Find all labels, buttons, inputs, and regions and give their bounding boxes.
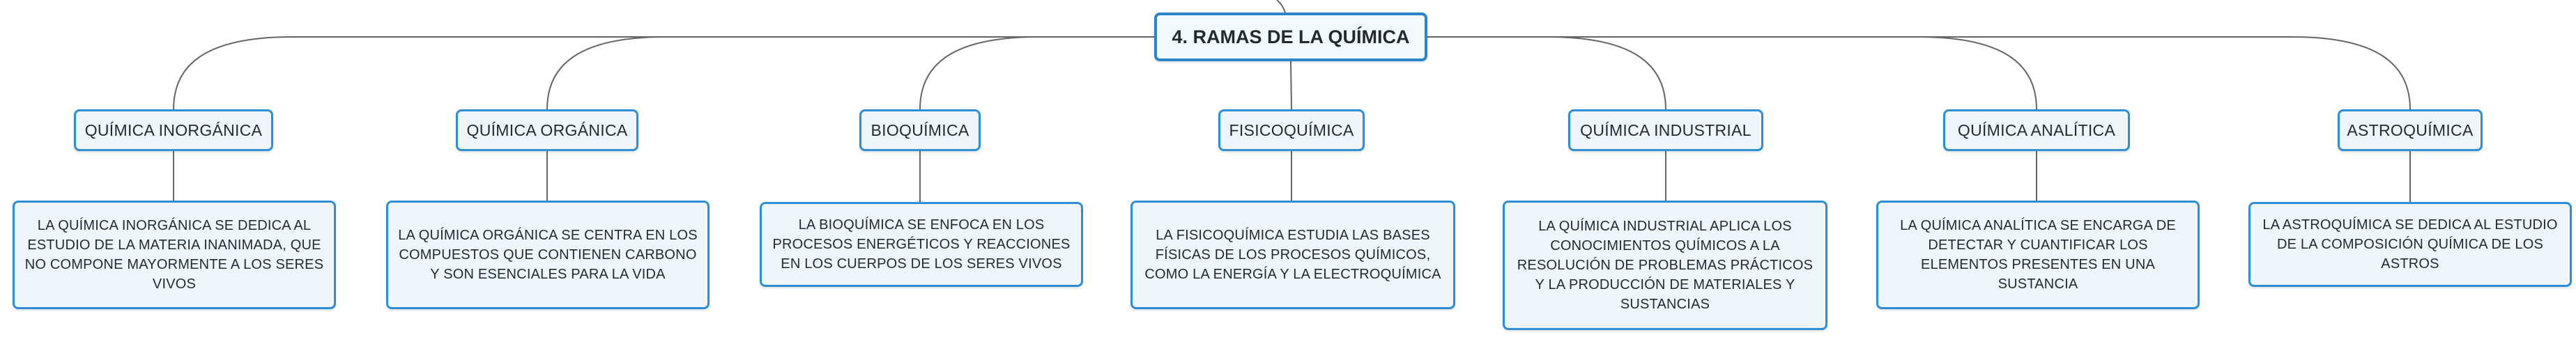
description-bioquimica[interactable]: LA BIOQUÍMICA SE ENFOCA EN LOS PROCESOS … (760, 202, 1083, 287)
root-stub-line (1276, 0, 1286, 13)
description-fisicoquimica[interactable]: LA FISICOQUÍMICA ESTUDIA LAS BASES FÍSIC… (1130, 201, 1455, 309)
description-quimica-inorganica[interactable]: LA QUÍMICA INORGÁNICA SE DEDICA AL ESTUD… (13, 201, 336, 309)
description-quimica-analitica[interactable]: LA QUÍMICA ANALÍTICA SE ENCARGA DE DETEC… (1876, 201, 2200, 309)
branch-quimica-industrial[interactable]: QUÍMICA INDUSTRIAL (1568, 109, 1763, 151)
description-quimica-industrial[interactable]: LA QUÍMICA INDUSTRIAL APLICA LOS CONOCIM… (1503, 201, 1827, 330)
description-astroquimica[interactable]: LA ASTROQUÍMICA SE DEDICA AL ESTUDIO DE … (2248, 202, 2572, 287)
root-to-branch-line (1427, 36, 2411, 110)
root-to-branch-line (173, 36, 1154, 110)
branch-quimica-inorganica[interactable]: QUÍMICA INORGÁNICA (74, 109, 273, 151)
description-quimica-organica[interactable]: LA QUÍMICA ORGÁNICA SE CENTRA EN LOS COM… (386, 201, 710, 309)
root-to-branch-line (919, 36, 1154, 110)
branch-quimica-organica[interactable]: QUÍMICA ORGÁNICA (456, 109, 638, 151)
branch-astroquimica[interactable]: ASTROQUÍMICA (2338, 109, 2483, 151)
root-to-branch-line (1427, 36, 2037, 110)
branch-fisicoquimica[interactable]: FISICOQUÍMICA (1218, 109, 1365, 151)
root-topic[interactable]: 4. RAMAS DE LA QUÍMICA (1154, 13, 1427, 61)
root-to-branch-line (1427, 36, 1666, 110)
branch-bioquimica[interactable]: BIOQUÍMICA (859, 109, 981, 151)
root-to-branch-line (546, 36, 1154, 110)
branch-quimica-analitica[interactable]: QUÍMICA ANALÍTICA (1943, 109, 2130, 151)
